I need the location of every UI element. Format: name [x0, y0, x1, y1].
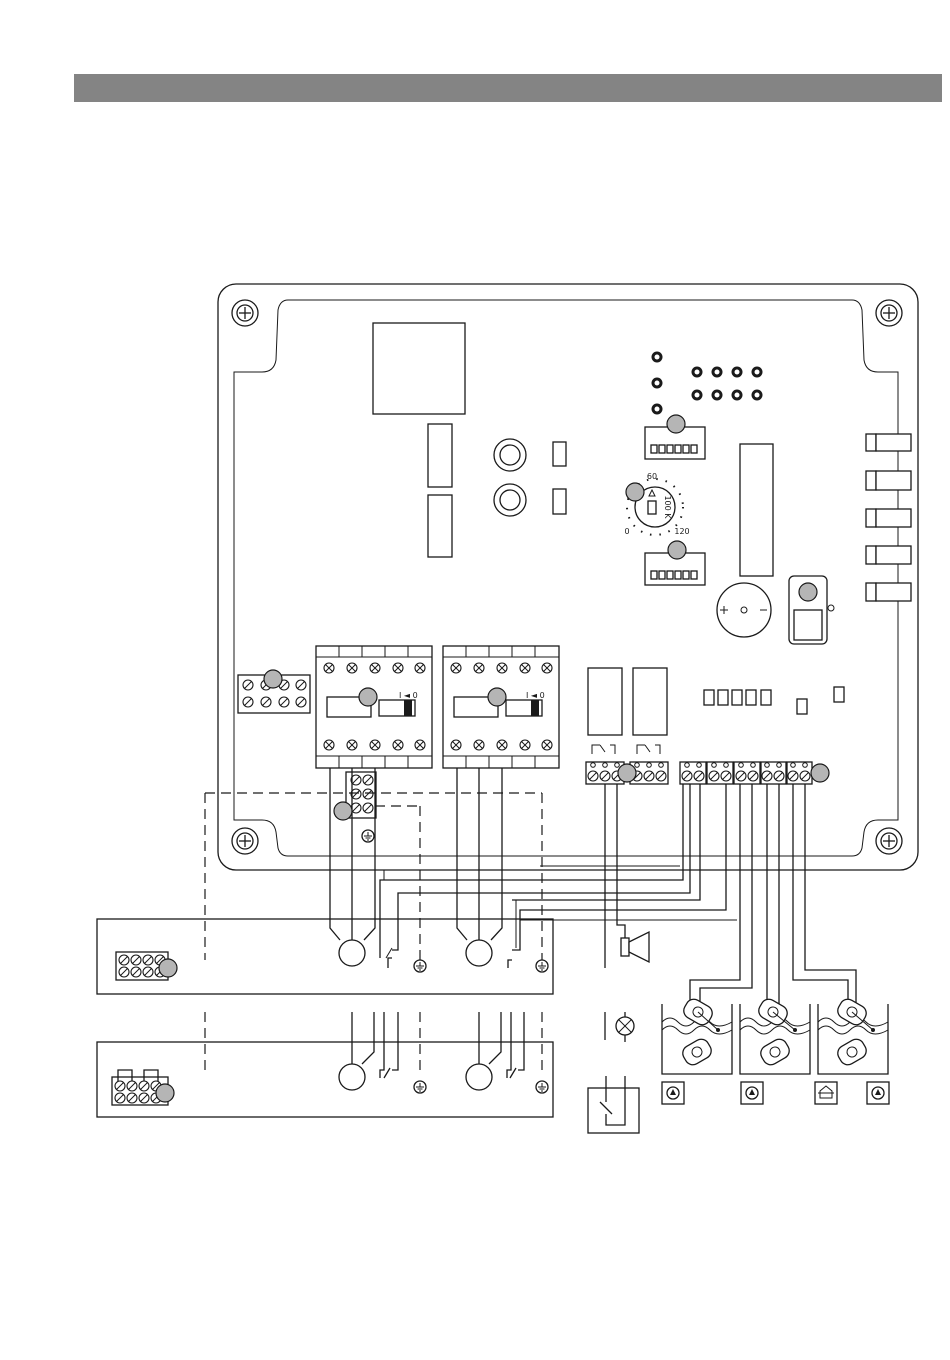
ground-icon [536, 960, 548, 972]
corner-screw-icon [876, 828, 902, 854]
led-grid [692, 367, 763, 401]
fuse-2 [553, 489, 566, 514]
sensor-terminal-block [680, 762, 812, 784]
float-switch-tank-2 [740, 996, 810, 1074]
ground-icon [362, 830, 374, 842]
pot-scale-left: 0 [624, 527, 629, 536]
callout-marker [359, 688, 377, 706]
relay-pair [588, 668, 667, 754]
house-icon [815, 1082, 837, 1104]
ground-icon [414, 1081, 426, 1093]
contactor-2-switch-label: I ◄ 0 [526, 691, 545, 700]
pot-knob-text: 100 K [663, 495, 672, 519]
ground-icon [536, 1081, 548, 1093]
callout-marker [334, 802, 352, 820]
callout-marker [618, 764, 636, 782]
corner-screw-icon [876, 300, 902, 326]
buzzer-icon [717, 583, 771, 637]
contactor-2: I ◄ 0 [443, 646, 559, 768]
float-switch-tank-3 [818, 996, 888, 1074]
display-module [740, 444, 773, 576]
potentiometer[interactable]: 60 0 120 100 K [624, 472, 689, 536]
transformer-block [373, 323, 465, 414]
fuse-holder-2 [494, 484, 526, 516]
corner-screw-icon [232, 828, 258, 854]
led-column [652, 352, 663, 415]
callout-marker [488, 688, 506, 706]
callout-marker [667, 415, 685, 433]
motor-symbol [466, 1064, 492, 1090]
signal-wires [520, 784, 737, 1040]
relay-module-2 [428, 495, 452, 557]
fuse-1 [553, 442, 566, 466]
side-connectors [866, 434, 911, 601]
panel-2-wires [352, 1012, 524, 1078]
float-switch-tank-1 [662, 996, 732, 1074]
pump-icon [662, 1082, 684, 1104]
pot-scale-top: 60 [647, 472, 657, 481]
contactor-1-switch-label: I ◄ 0 [399, 691, 418, 700]
lamp-icon [616, 1012, 634, 1042]
callout-marker [264, 670, 282, 688]
motor-symbol [466, 940, 492, 966]
external-switch [588, 1076, 639, 1133]
callout-marker [626, 483, 644, 501]
callout-marker [668, 541, 686, 559]
pot-scale-right: 120 [674, 527, 689, 536]
callout-marker [159, 959, 177, 977]
contactor-1: I ◄ 0 [316, 646, 432, 768]
reset-button[interactable] [789, 576, 834, 644]
relay-module-1 [428, 424, 452, 487]
pump-icon [741, 1082, 763, 1104]
motor-symbol [339, 940, 365, 966]
float-switch-wires [690, 784, 856, 1010]
pump-2-wires [457, 768, 726, 968]
callout-marker [811, 764, 829, 782]
callout-marker [156, 1084, 174, 1102]
corner-screw-icon [232, 300, 258, 326]
ground-icon [414, 960, 426, 972]
indicator-squares [704, 687, 844, 714]
pump-icon [867, 1082, 889, 1104]
fuse-holder-1 [494, 439, 526, 471]
motor-symbol [339, 1064, 365, 1090]
